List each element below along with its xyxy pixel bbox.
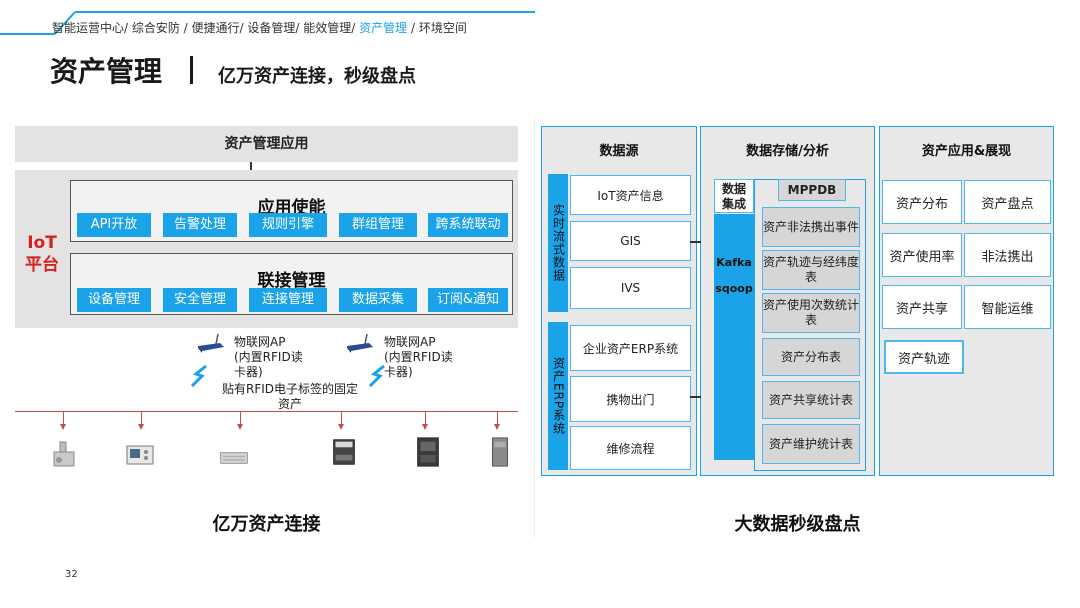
app-distribution: 资产分布 [882,180,962,224]
rfid-asset-note: 贴有RFID电子标签的固定 资产 [205,382,375,412]
table-distribution: 资产分布表 [762,338,860,376]
connector-line [250,162,252,170]
page-subtitle: 亿万资产连接，秒级盘点 [218,66,416,87]
chip-security: 安全管理 [163,288,237,312]
iot-platform-label: IoT 平台 [20,232,64,276]
arrow-down [338,411,344,430]
chip-rules: 规则引擎 [249,213,327,237]
chip-alarm: 告警处理 [163,213,237,237]
storage-header: 数据存储/分析 [701,127,874,171]
nav-item[interactable]: 便捷通行/ [187,21,244,35]
table-maintenance: 资产维护统计表 [762,424,860,464]
realtime-stream-text: 实时流式数据 [551,204,566,282]
router-icon [347,333,373,353]
source-gis: GIS [570,221,691,261]
ap2-line: 卡器) [384,365,413,379]
ap2-line: 物联网AP [384,335,436,349]
app-illegal-carry: 非法携出 [964,233,1051,277]
cabinet-icon [492,437,508,467]
breadcrumb-nav: 智能运营中心/ 综合安防 / 便捷通行/ 设备管理/ 能效管理/ 资产管理 / … [52,19,467,36]
chip-subscribe: 订阅&通知 [428,288,508,312]
arrow-down [60,411,66,430]
realtime-stream-label: 实时流式数据 [548,174,568,312]
nav-decoration [0,11,535,35]
ap2-label: 物联网AP (内置RFID读 卡器) [384,335,453,380]
source-carry-out: 携物出门 [570,376,691,422]
nav-item[interactable]: 能效管理/ [299,21,356,35]
left-caption: 亿万资产连接 [212,514,321,535]
kafka-label: Kafka [716,256,752,269]
chip-api: API开放 [77,213,151,237]
signal-icon [190,365,207,387]
asset-management-app-layer: 资产管理应用 [15,126,518,162]
page-number: 32 [65,569,78,580]
arrow-down [138,411,144,430]
nav-item[interactable]: 设备管理/ [243,21,300,35]
erp-label-text: 资产ERP系统 [551,356,566,436]
printer-icon [333,439,355,465]
app-smart-ops: 智能运维 [964,285,1051,329]
table-usage: 资产使用次数统计表 [762,293,860,333]
app-usage-rate: 资产使用率 [882,233,962,277]
ap1-line: 卡器) [234,365,263,379]
iot-label-line1: IoT [27,233,57,253]
note-line: 资产 [277,397,302,411]
chip-device: 设备管理 [77,288,151,312]
note-line: 贴有RFID电子标签的固定 [221,382,359,396]
datasource-header: 数据源 [542,127,696,171]
ap1-label: 物联网AP (内置RFID读 卡器) [234,335,303,380]
app-sharing: 资产共享 [882,285,962,329]
nav-item-active[interactable]: 资产管理 [355,21,408,35]
mppdb-label: MPPDB [778,179,846,201]
sqoop-label: sqoop [715,282,753,295]
chip-connect: 连接管理 [249,288,327,312]
oscilloscope-icon [126,445,154,465]
kafka-sqoop-column [714,214,754,460]
application-header: 资产应用&展现 [880,127,1053,171]
kafka-sqoop-labels: Kafka sqoop [714,250,754,302]
chip-group: 群组管理 [339,213,417,237]
arrow-down [237,411,243,430]
source-iot: IoT资产信息 [570,175,691,215]
source-erp: 企业资产ERP系统 [570,325,691,371]
nav-item[interactable]: 综合安防 / [128,21,188,35]
source-ivs: IVS [570,267,691,309]
data-integration-box: 数据集成 [714,179,754,213]
arrow-down [494,411,500,430]
data-integration-text: 数据集成 [721,182,746,211]
nav-item[interactable]: / 环境空间 [407,21,467,35]
ap1-line: (内置RFID读 [234,350,303,364]
arrow-down [422,411,428,430]
table-trajectory: 资产轨迹与经纬度表 [762,250,860,290]
source-maintenance: 维修流程 [570,426,691,470]
chip-collect: 数据采集 [339,288,417,312]
signal-icon [368,365,385,387]
asset-bus-line [15,411,518,412]
divider [534,118,535,538]
rack-server-icon [220,452,248,464]
iot-label-line2: 平台 [25,255,59,275]
erp-label: 资产ERP系统 [548,322,568,470]
nav-item[interactable]: 智能运营中心/ [52,21,129,35]
table-sharing: 资产共享统计表 [762,381,860,419]
right-caption: 大数据秒级盘点 [734,514,861,535]
app-inventory: 资产盘点 [964,180,1051,224]
chip-linkage: 跨系统联动 [428,213,508,237]
table-illegal-carry: 资产非法携出事件 [762,207,860,247]
ap1-line: 物联网AP [234,335,286,349]
lab-equipment-icon [53,441,75,467]
app-trajectory: 资产轨迹 [884,340,964,374]
ap2-line: (内置RFID读 [384,350,453,364]
connect-mgmt-title: 联接管理 [257,271,326,291]
page-title: 资产管理 [50,55,163,88]
title-divider [190,56,193,84]
terminal-icon [417,437,439,467]
router-icon [198,333,224,353]
